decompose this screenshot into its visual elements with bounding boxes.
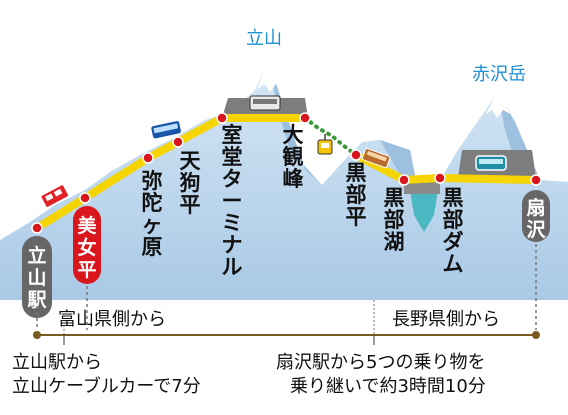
electric-bus-icon	[475, 155, 507, 171]
station-label-kurobe-dam: 黒部ダム	[443, 186, 464, 276]
cable-car-icon	[39, 183, 70, 209]
dot-kurobedaira	[350, 149, 362, 161]
station-label-kurobeko: 黒部湖	[384, 186, 405, 254]
dot-midagahara	[142, 152, 154, 164]
dot-murodo	[216, 112, 228, 124]
badge-ogisawa	[522, 190, 550, 242]
note-right-line1: 扇沢駅から5つの乗り物を	[276, 352, 485, 373]
station-dots	[31, 112, 542, 234]
note-right-line2: 乗り継いで約3時間10分	[290, 376, 486, 397]
peak-label-tateyama: 立山	[246, 28, 282, 49]
station-label-ogisawa: 扇沢	[526, 196, 546, 241]
dot-ogisawa	[530, 174, 542, 186]
note-left-line2: 立山ケーブルカーで7分	[12, 375, 201, 397]
peak-label-akazawadake: 赤沢岳	[472, 64, 526, 85]
station-label-murodo: 室堂ターミナル	[222, 123, 243, 279]
snowcap-tateyama	[257, 58, 282, 92]
dot-daikanbo	[299, 112, 311, 124]
side-label-nagano: 長野県側から	[392, 309, 500, 330]
dot-tateyama-station	[31, 222, 43, 234]
ropeway-gondola-icon	[317, 134, 333, 155]
dot-bijodaira	[79, 192, 91, 204]
dot-kurobe-dam	[434, 172, 446, 184]
highland-bus-icon	[149, 119, 183, 140]
badge-bijodaira	[73, 206, 101, 284]
timeline-dot-left	[33, 331, 41, 339]
station-label-midagahara: 弥陀ヶ原	[142, 169, 163, 259]
kurobe-lake	[410, 190, 438, 232]
dot-tengudaira	[172, 136, 184, 148]
side-label-toyama: 富山県側から	[58, 309, 166, 330]
badge-tateyama-station	[22, 236, 52, 318]
station-label-daikanbo: 大観峰	[283, 123, 304, 191]
station-label-bijodaira: 美女平	[77, 214, 97, 281]
dot-kurobeko	[398, 174, 410, 186]
station-label-kurobedaira: 黒部平	[346, 161, 367, 229]
route-line	[33, 114, 309, 232]
station-label-tengudaira: 天狗平	[180, 149, 202, 217]
mountain-silhouette	[0, 60, 568, 300]
note-left-line1: 立山駅から	[12, 352, 102, 373]
timeline-dot-right	[532, 331, 540, 339]
snowcap-akazawa	[486, 90, 510, 118]
trolley-bus-icon	[249, 95, 281, 111]
kurobe-cable-car-icon	[361, 148, 391, 169]
